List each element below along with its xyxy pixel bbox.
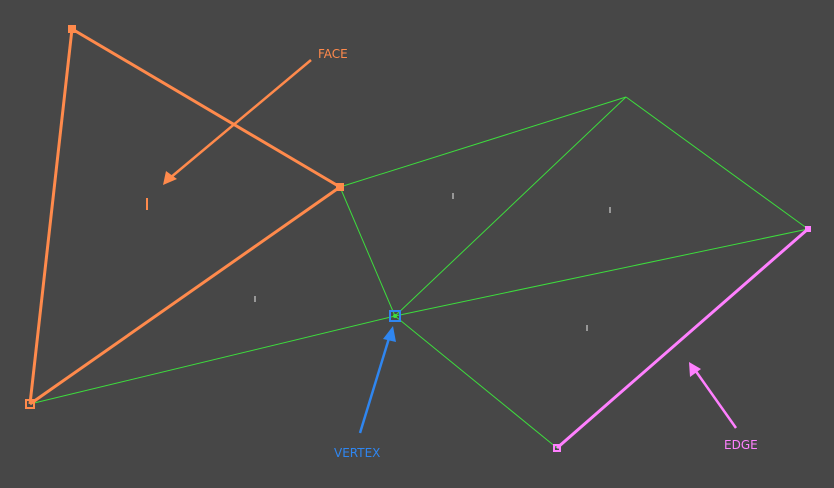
- mesh-edge: [339, 186, 396, 317]
- face-vertex[interactable]: [336, 183, 344, 191]
- vertex-arrow: [358, 326, 396, 434]
- face-label: FACE: [318, 47, 348, 61]
- mesh-edge: [394, 315, 558, 449]
- mesh-edge: [394, 228, 809, 317]
- face-edge: [28, 28, 74, 405]
- face-vertex[interactable]: [25, 399, 35, 409]
- edge-vertex[interactable]: [553, 444, 561, 452]
- mesh-edge: [339, 96, 627, 188]
- edge-vertex[interactable]: [805, 226, 811, 232]
- face-arrow: [163, 59, 312, 185]
- face-dots: [254, 193, 611, 331]
- edge-label: EDGE: [724, 438, 758, 452]
- selected-face[interactable]: [28, 27, 341, 406]
- selected-vertex-dot: [393, 314, 397, 318]
- mesh-edge: [625, 96, 809, 230]
- vertex-arrow-head: [383, 326, 396, 342]
- face-vertex[interactable]: [68, 25, 76, 33]
- face-edge: [29, 185, 341, 406]
- edge-arrow: [689, 362, 738, 429]
- face-edge: [71, 27, 341, 189]
- mesh-edge: [29, 315, 396, 405]
- mesh-edge: [394, 96, 627, 317]
- selected-vertex[interactable]: [389, 310, 401, 322]
- mesh-wireframe: [29, 96, 809, 449]
- face-arrow-head: [163, 171, 177, 185]
- vertex-label: VERTEX: [334, 446, 380, 460]
- edge-arrow-head: [689, 362, 701, 377]
- selected-edge[interactable]: [556, 227, 809, 450]
